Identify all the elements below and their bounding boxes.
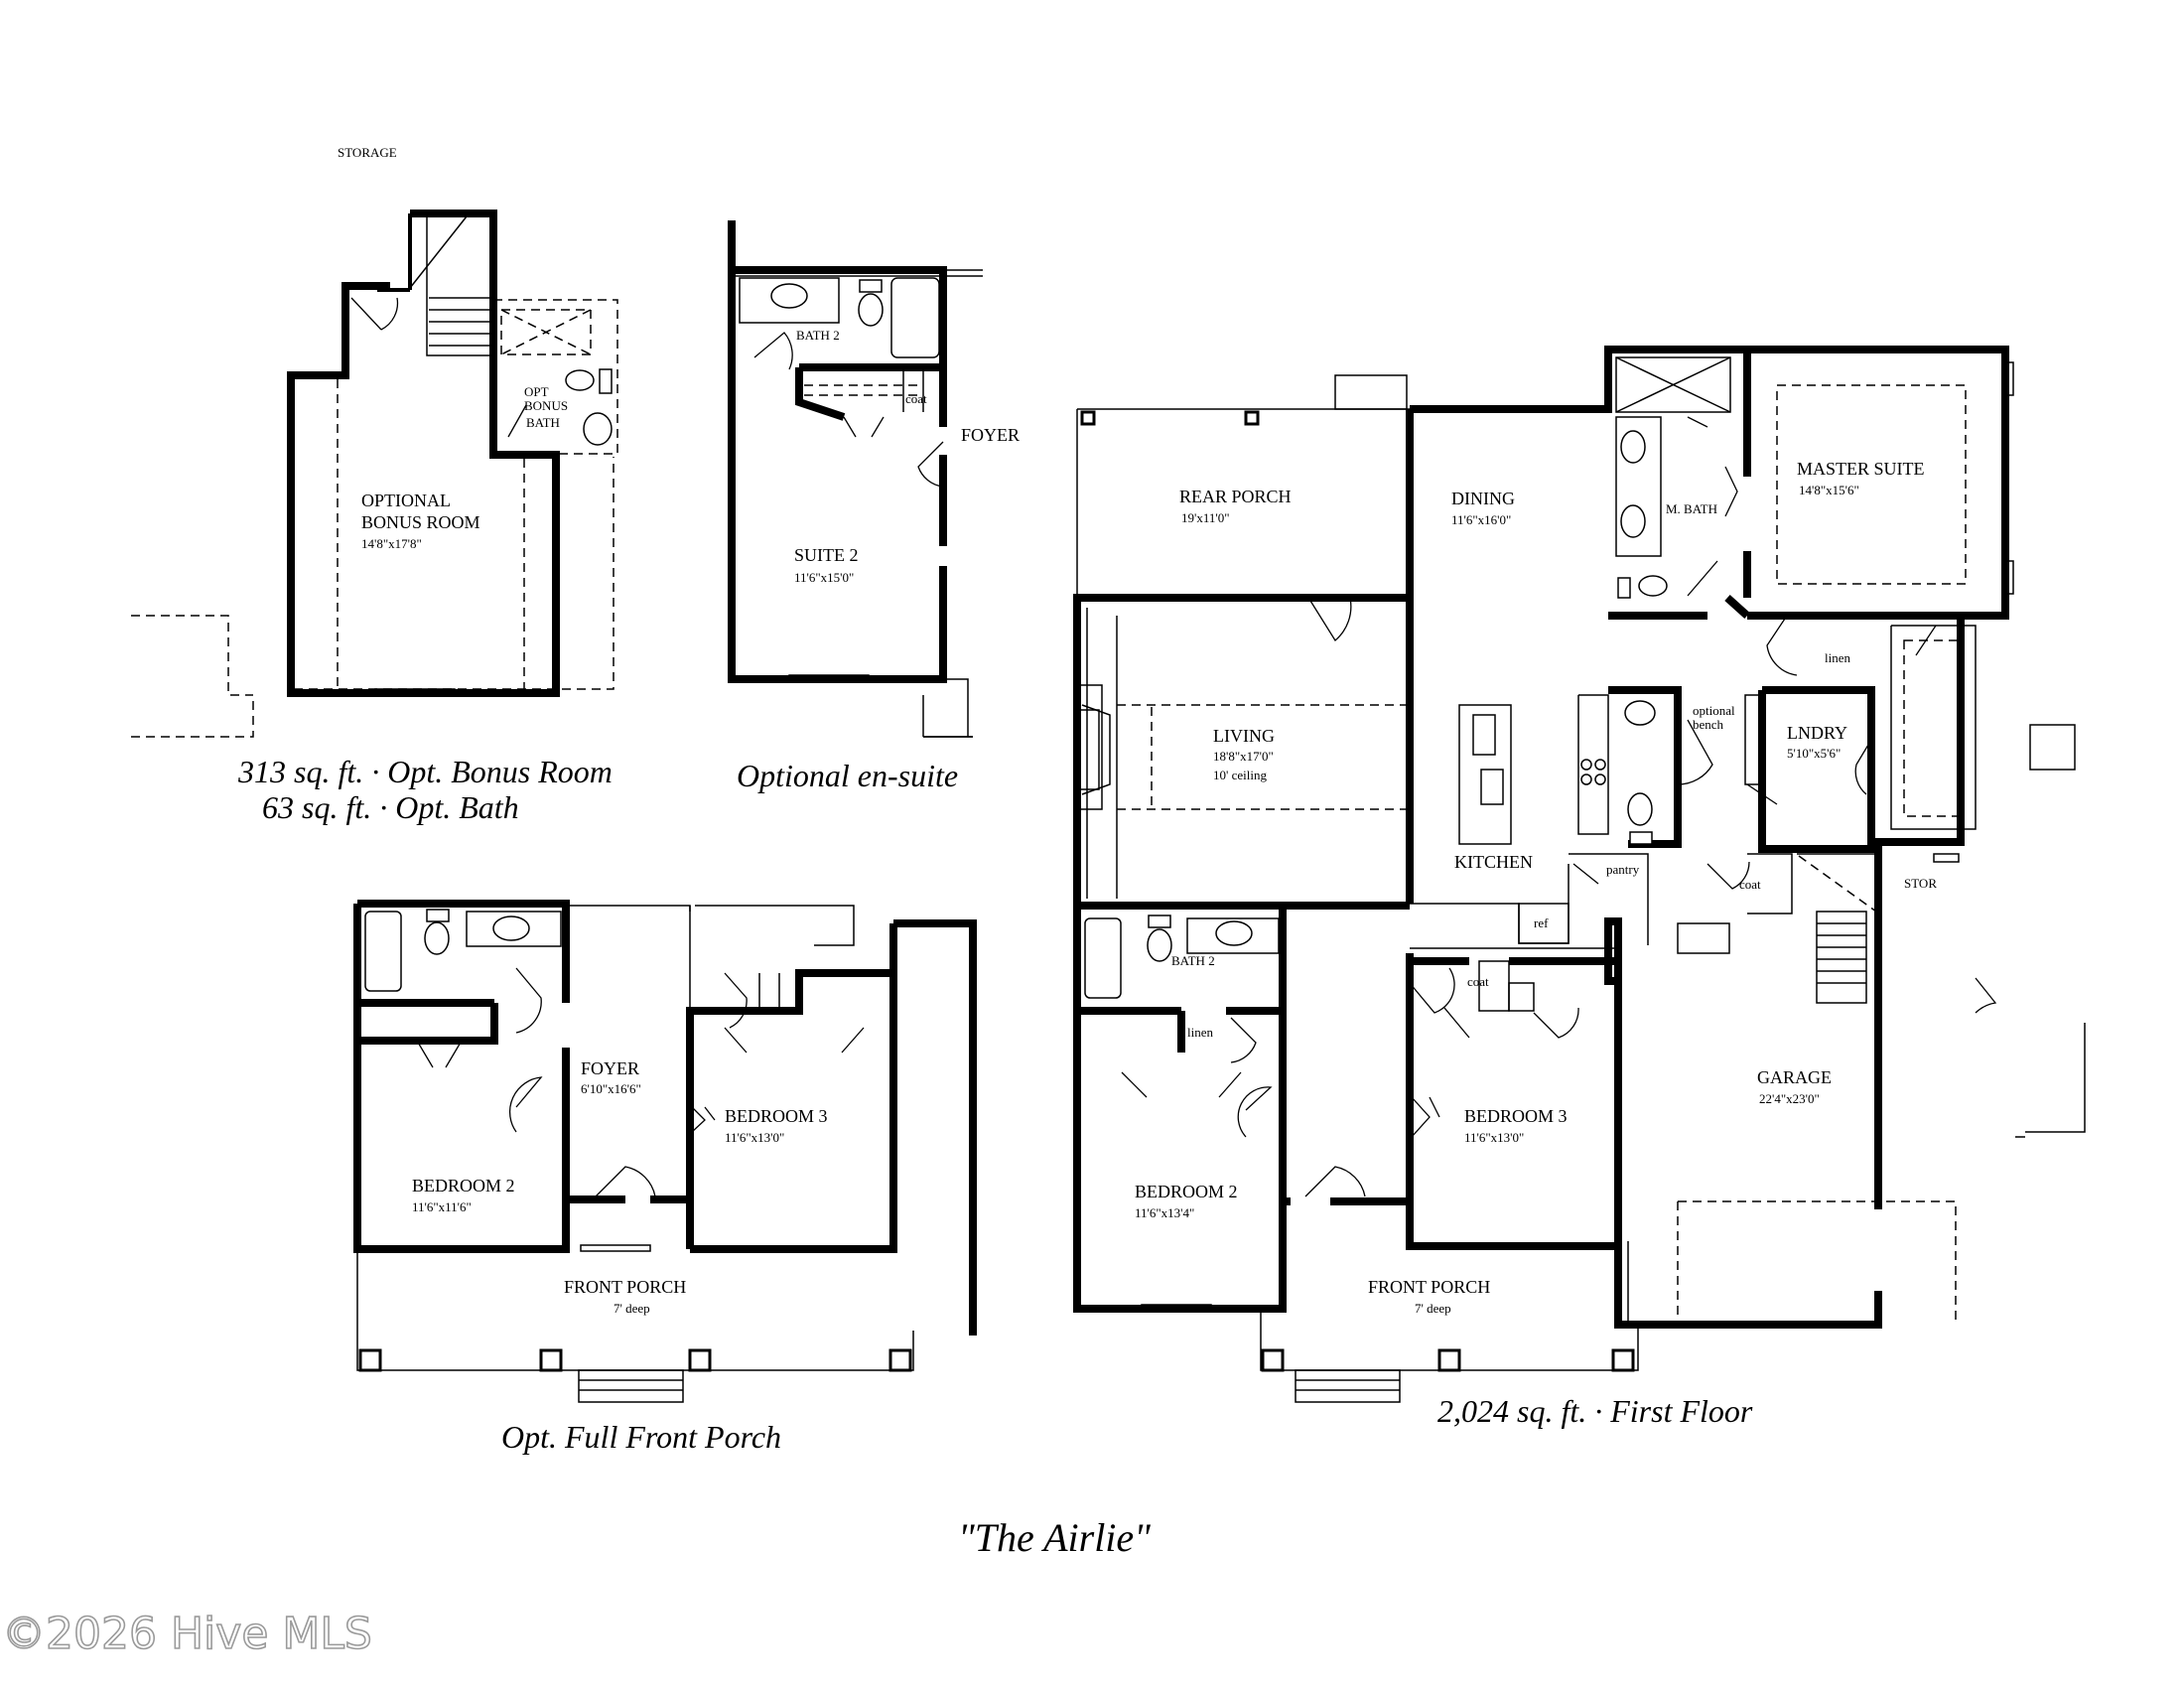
master-bath-label: M. BATH bbox=[1666, 501, 1717, 516]
plan-title: "The Airlie" bbox=[958, 1515, 1151, 1560]
porch-option-bed2-label: BEDROOM 2 bbox=[412, 1176, 515, 1196]
bench-label-2: bench bbox=[1693, 717, 1724, 732]
ensuite-coat-label: coat bbox=[905, 391, 927, 406]
porch-option-porch-dim: 7' deep bbox=[614, 1301, 650, 1316]
coat-label-1: coat bbox=[1739, 877, 1761, 892]
bed2-dim: 11'6"x13'4" bbox=[1135, 1205, 1194, 1220]
first-floor-plan: REAR PORCH 19'x11'0" DINING 11'6"x16'0" … bbox=[1073, 346, 2086, 1403]
opt-bath-label-3: BATH bbox=[526, 415, 560, 430]
stor-label: STOR bbox=[1904, 876, 1937, 891]
opt-bath-label-2: BONUS bbox=[524, 398, 568, 413]
garage-label: GARAGE bbox=[1757, 1067, 1832, 1087]
ref-label: ref bbox=[1534, 915, 1549, 930]
bonus-room-plan: STORAGE OPT BONUS BATH OPTIONAL BONUS RO… bbox=[131, 145, 618, 738]
bed3-dim: 11'6"x13'0" bbox=[1464, 1130, 1524, 1145]
first-floor-caption: 2,024 sq. ft. · First Floor bbox=[1437, 1393, 1753, 1429]
bath2-label: BATH 2 bbox=[1171, 953, 1215, 968]
storage-label: STORAGE bbox=[338, 145, 397, 160]
living-label: LIVING bbox=[1213, 726, 1275, 746]
porch-option-porch-label: FRONT PORCH bbox=[564, 1277, 686, 1297]
porch-option-foyer-label: FOYER bbox=[581, 1058, 639, 1078]
bonus-room-label-2: BONUS ROOM bbox=[361, 512, 480, 532]
ensuite-plan: BATH 2 coat FOYER SUITE 2 11'6"x15'0" bbox=[728, 220, 1020, 738]
bed2-label: BEDROOM 2 bbox=[1135, 1182, 1238, 1201]
porch-option-caption: Opt. Full Front Porch bbox=[501, 1419, 781, 1455]
laundry-dim: 5'10"x5'6" bbox=[1787, 746, 1841, 761]
ensuite-bath-label: BATH 2 bbox=[796, 328, 840, 343]
porch-option-foyer-dim: 6'10"x16'6" bbox=[581, 1081, 641, 1096]
kitchen-label: KITCHEN bbox=[1454, 852, 1533, 872]
dining-label: DINING bbox=[1451, 489, 1515, 508]
pantry-label: pantry bbox=[1606, 862, 1640, 877]
porch-option-bed2-dim: 11'6"x11'6" bbox=[412, 1199, 472, 1214]
suite2-dim: 11'6"x15'0" bbox=[794, 570, 854, 585]
front-porch-label: FRONT PORCH bbox=[1368, 1277, 1490, 1297]
bed3-label: BEDROOM 3 bbox=[1464, 1106, 1568, 1126]
porch-option-bed3-label: BEDROOM 3 bbox=[725, 1106, 828, 1126]
opt-bath-label-1: OPT bbox=[524, 384, 549, 399]
living-ceiling: 10' ceiling bbox=[1213, 768, 1267, 782]
watermark: ©2026 Hive MLS bbox=[2, 1609, 372, 1659]
ensuite-caption: Optional en-suite bbox=[737, 758, 958, 793]
dining-dim: 11'6"x16'0" bbox=[1451, 512, 1511, 527]
bonus-room-dim: 14'8"x17'8" bbox=[361, 536, 422, 551]
rear-porch-label: REAR PORCH bbox=[1179, 487, 1292, 506]
living-dim: 18'8"x17'0" bbox=[1213, 749, 1274, 764]
master-suite-dim: 14'8"x15'6" bbox=[1799, 483, 1859, 497]
rear-porch-dim: 19'x11'0" bbox=[1181, 510, 1230, 525]
linen-label-2: linen bbox=[1187, 1025, 1213, 1040]
linen-label: linen bbox=[1825, 650, 1850, 665]
coat-label-2: coat bbox=[1467, 974, 1489, 989]
laundry-label: LNDRY bbox=[1787, 723, 1847, 743]
front-porch-dim: 7' deep bbox=[1415, 1301, 1451, 1316]
bonus-caption-2: 63 sq. ft. · Opt. Bath bbox=[262, 789, 519, 825]
suite2-label: SUITE 2 bbox=[794, 545, 859, 565]
garage-dim: 22'4"x23'0" bbox=[1759, 1091, 1820, 1106]
bonus-room-label-1: OPTIONAL bbox=[361, 491, 451, 510]
porch-option-bed3-dim: 11'6"x13'0" bbox=[725, 1130, 784, 1145]
ensuite-foyer-label: FOYER bbox=[961, 425, 1020, 445]
bonus-caption-1: 313 sq. ft. · Opt. Bonus Room bbox=[237, 754, 613, 789]
master-suite-label: MASTER SUITE bbox=[1797, 459, 1925, 479]
bench-label-1: optional bbox=[1693, 703, 1735, 718]
front-porch-option-plan: FOYER 6'10"x16'6" BEDROOM 2 11'6"x11'6" … bbox=[353, 900, 977, 1403]
